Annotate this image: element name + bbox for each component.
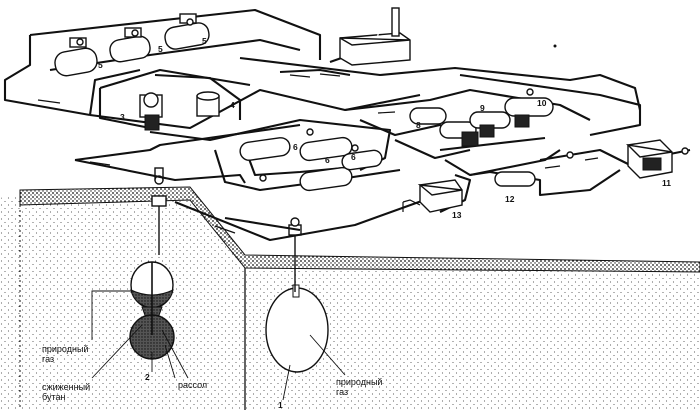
process-units-8-9-10 (409, 97, 554, 147)
natural-gas-label-left-line2: газ (42, 354, 55, 364)
label-5-left: 5 (98, 60, 103, 70)
label-6-middle: 6 (325, 155, 330, 165)
natural-gas-label-left-line1: природный (42, 344, 89, 354)
leader-lines (91, 290, 346, 401)
label-2: 2 (145, 372, 150, 382)
label-10: 10 (537, 98, 547, 108)
ground-block (0, 186, 700, 410)
label-5-right: 5 (202, 36, 207, 46)
label-3: 3 (120, 112, 125, 122)
label-11: 11 (662, 178, 671, 188)
natural-gas-label-right-line1: природный (336, 377, 383, 387)
heater-11 (625, 139, 673, 179)
pipe-network (3, 8, 691, 242)
liquid-butane-label-line2: бутан (42, 392, 66, 402)
label-5-middle: 5 (158, 44, 163, 54)
separator-12 (494, 171, 536, 187)
label-1: 1 (278, 400, 283, 410)
label-4: 4 (230, 100, 235, 110)
compressor-units-5 (54, 13, 210, 77)
label-13: 13 (452, 210, 462, 220)
label-8: 8 (416, 120, 421, 130)
building-7 (339, 7, 411, 66)
cavern-natural-gas (265, 284, 329, 373)
natural-gas-label-right-line2: газ (336, 387, 349, 397)
label-7: 7 (376, 28, 381, 38)
units-3-4 (139, 91, 220, 131)
label-6-right: 6 (351, 152, 356, 162)
flow-markers (37, 73, 599, 234)
separators-6 (239, 136, 383, 192)
label-9: 9 (480, 103, 485, 113)
label-12: 12 (505, 194, 515, 204)
valves (76, 18, 689, 182)
brine-label: рассол (178, 380, 208, 390)
liquid-butane-label-line1: сжиженный (42, 382, 91, 392)
label-6-left: 6 (293, 142, 298, 152)
unit-13 (417, 179, 463, 213)
